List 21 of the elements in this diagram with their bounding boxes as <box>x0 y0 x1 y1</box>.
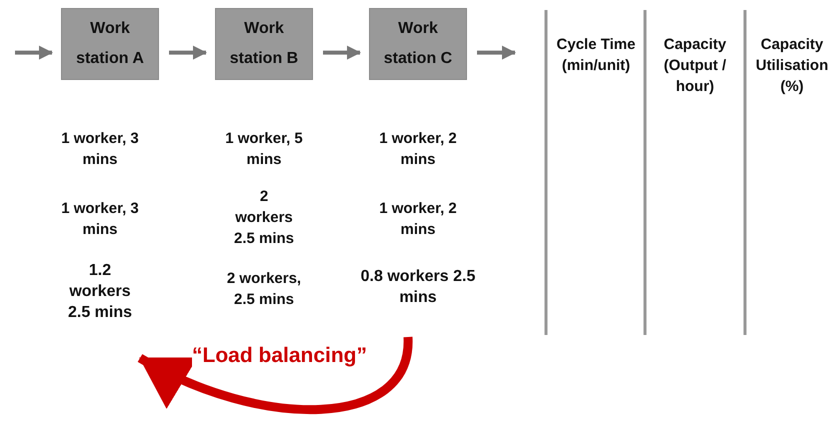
column-header: Capacity Utilisation (%) <box>754 35 830 97</box>
staffing-text: 1.2 workers 2.5 mins <box>60 258 140 324</box>
staffing-text: 0.8 workers 2.5 mins <box>358 265 478 309</box>
arrow <box>477 46 516 60</box>
arrow <box>15 46 53 60</box>
workstation-box: Work station A <box>61 8 159 80</box>
workstation-box: Work station C <box>369 8 467 80</box>
staffing-text: 1 worker, 3 mins <box>60 199 140 240</box>
staffing-text: 2 workers, 2.5 mins <box>226 269 302 310</box>
workstation-box: Work station B <box>215 8 313 80</box>
column-header: Cycle Time (min/unit) <box>556 35 636 76</box>
staffing-text: 1 worker, 2 mins <box>378 129 458 170</box>
curved-arrow <box>138 336 412 414</box>
staffing-text: 2 workers 2.5 mins <box>232 187 296 249</box>
arrow <box>323 46 361 60</box>
arrow <box>169 46 207 60</box>
staffing-text: 1 worker, 5 mins <box>224 129 304 170</box>
column-header: Capacity (Output / hour) <box>662 35 728 97</box>
edge-label: “Load balancing” <box>192 344 368 368</box>
staffing-text: 1 worker, 3 mins <box>60 129 140 170</box>
staffing-text: 1 worker, 2 mins <box>378 199 458 240</box>
